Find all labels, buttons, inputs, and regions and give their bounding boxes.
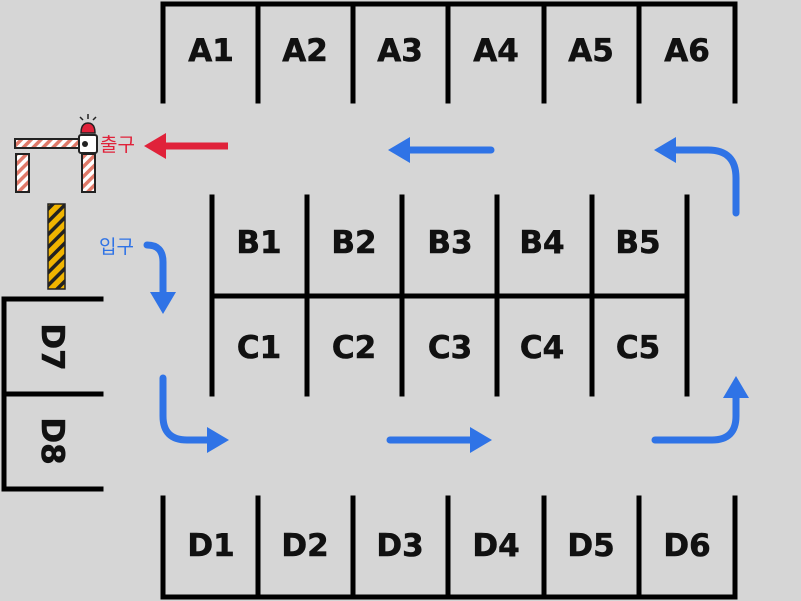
slot-label: B3 <box>427 225 472 261</box>
slot-label: D7 <box>34 323 70 370</box>
slot-label: B5 <box>615 225 660 261</box>
flow-arrow <box>159 374 229 453</box>
slot-label: C1 <box>237 330 281 366</box>
slot-label: C2 <box>332 330 376 366</box>
slot-label: D1 <box>187 528 234 564</box>
slot-label: A4 <box>473 33 519 69</box>
warning-beacon-icon <box>79 114 97 134</box>
slot-label: D8 <box>34 417 70 464</box>
slot-label: C5 <box>616 330 660 366</box>
barrier-post <box>15 153 30 193</box>
barrier-arm <box>14 138 90 149</box>
row-c-labels: C1 C2 C3 C4 C5 <box>237 330 661 367</box>
slot-label: D6 <box>663 528 710 564</box>
flow-arrow <box>143 241 176 314</box>
hazard-bollard-icon <box>47 203 66 290</box>
traffic-flow-arrows <box>143 137 749 453</box>
slot-label: D2 <box>281 528 328 564</box>
slot-label: B2 <box>331 225 376 261</box>
slot-label: B4 <box>519 225 564 261</box>
row-b-labels: B1 B2 B3 B4 B5 <box>236 225 661 262</box>
flow-arrow <box>651 376 749 444</box>
barrier-pivot <box>82 141 88 147</box>
parking-lines <box>1 1 738 600</box>
slot-label: A2 <box>282 33 328 69</box>
barrier-post <box>81 153 96 193</box>
exit-arrow <box>144 133 228 159</box>
slot-label: B1 <box>236 225 281 261</box>
flow-arrow <box>388 137 495 163</box>
slot-label: D3 <box>376 528 423 564</box>
slot-label: C4 <box>520 330 564 366</box>
slot-label: A6 <box>664 33 710 69</box>
flow-arrow <box>386 427 492 453</box>
entrance-sign-label: 입구 <box>99 236 134 258</box>
flow-arrow <box>654 137 740 217</box>
exit-sign-label: 출구 <box>100 134 135 156</box>
slot-label: A1 <box>188 33 234 69</box>
slot-label: C3 <box>428 330 472 366</box>
slot-label: A5 <box>568 33 614 69</box>
boom-barrier-icon <box>14 114 98 193</box>
row-d-labels: D1 D2 D3 D4 D5 D6 <box>187 528 711 565</box>
slot-label: A3 <box>377 33 423 69</box>
row-a-labels: A1 A2 A3 A4 A5 A6 <box>188 33 710 70</box>
slot-label: D5 <box>567 528 614 564</box>
side-row-labels: D7 D8 <box>34 323 71 465</box>
slot-label: D4 <box>472 528 519 564</box>
